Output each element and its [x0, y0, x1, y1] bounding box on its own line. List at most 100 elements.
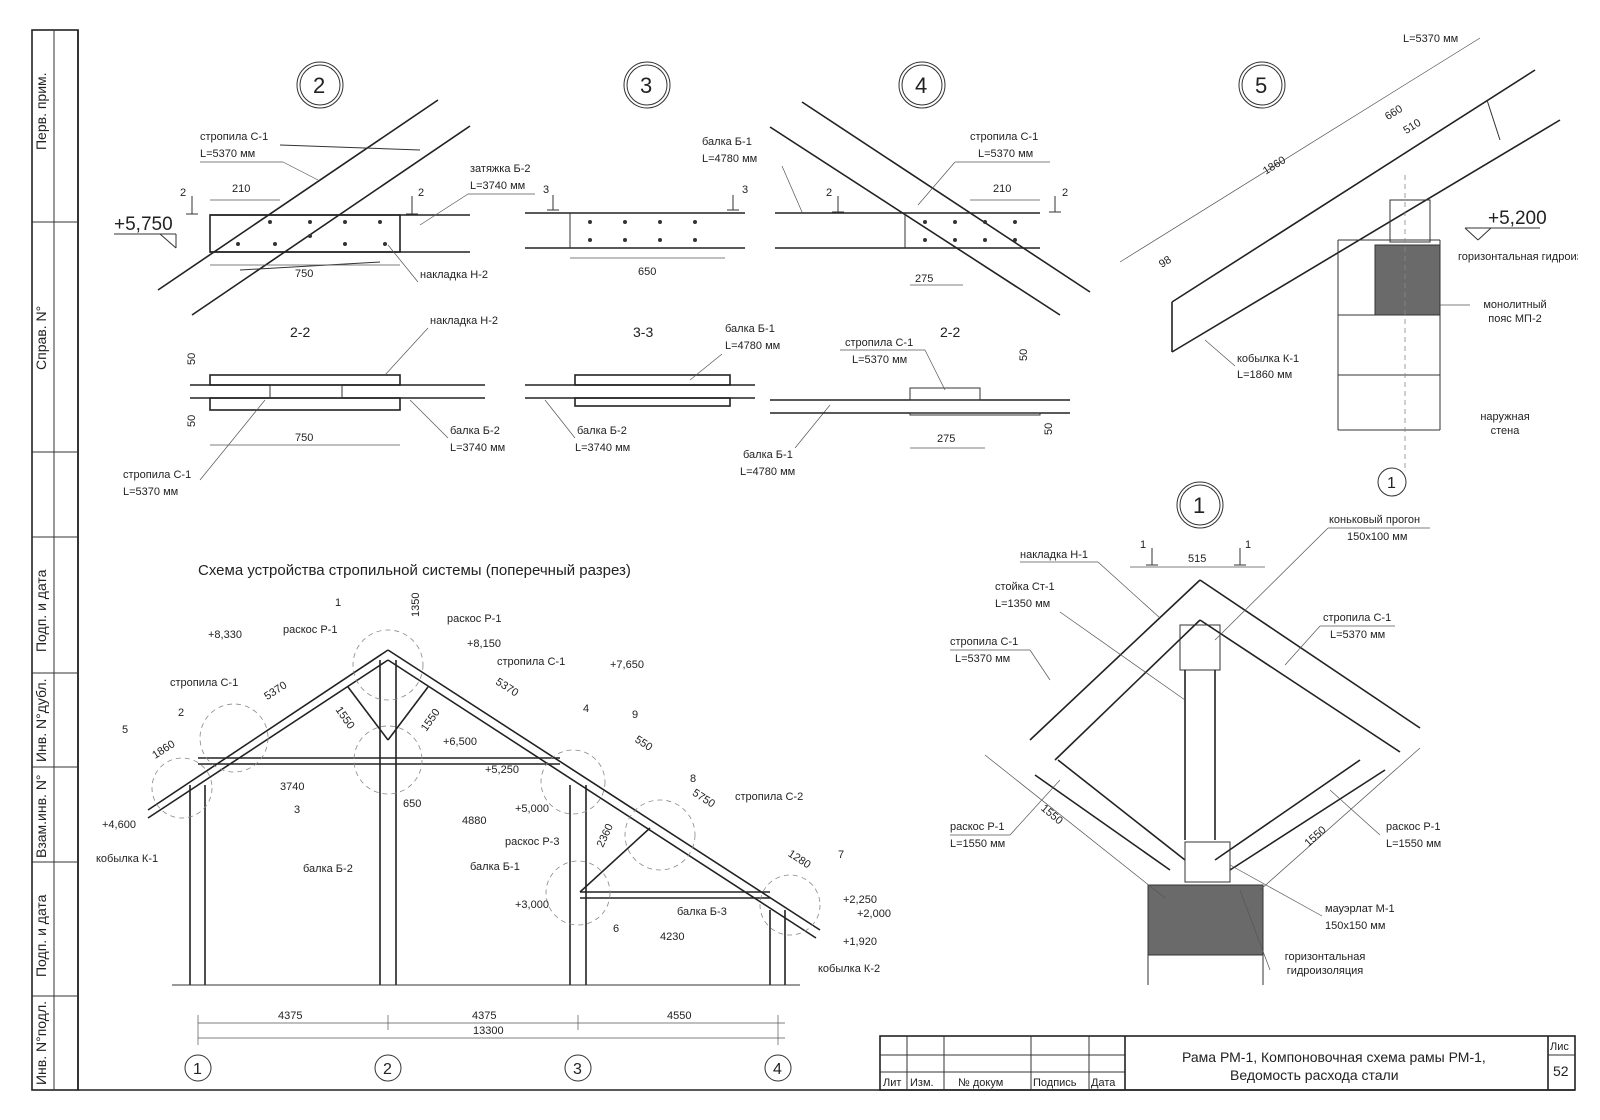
d2-tie-label: затяжка Б-2: [470, 163, 531, 175]
d2-rafter-length: L=5370 мм: [200, 148, 255, 160]
section-2-2-right: 2-2 275 стропила С-1 L=5370 мм 50 50: [770, 324, 1070, 449]
title-block: Лит Изм. № докум Подпись Дата Рама РМ-1,…: [879, 1035, 1576, 1091]
detail-3-number: 3: [640, 73, 652, 98]
label-balka-b3: балка Б-3: [677, 906, 727, 918]
d1-plate-beam-label: мауэрлат М-1: [1325, 903, 1395, 915]
dim-1350: 1350: [410, 593, 422, 617]
level-5000: +5,000: [515, 803, 549, 815]
detail-4: 4 стропила С-1 L=5370 мм 210 275 2 2: [769, 61, 1091, 316]
detail-5-number: 5: [1255, 73, 1267, 98]
label-balka-b2: балка Б-2: [303, 863, 353, 875]
stamp-podp-data-2: Подп. и дата: [33, 894, 49, 977]
d2-cut-left: 2: [180, 187, 186, 199]
side-stamp-labels: Перв. прим. Справ. N° Подп. и дата Инв. …: [33, 72, 49, 1085]
d1-post-length: L=1350 мм: [995, 598, 1050, 610]
s22a-rafter-length: L=5370 мм: [123, 486, 178, 498]
dim-550: 550: [632, 734, 654, 754]
d1-plate-label: накладка Н-1: [1020, 549, 1088, 561]
d4-cut-right: 2: [1062, 187, 1068, 199]
left-rafter: [147, 649, 389, 811]
scheme-title: Схема устройства стропильной системы (по…: [198, 562, 631, 579]
label-kobylka-k2: кобылка К-2: [818, 963, 880, 975]
level-1920: +1,920: [843, 936, 877, 948]
detail-4-number: 4: [915, 73, 927, 98]
s33-beam1-length: L=4780 мм: [725, 340, 780, 352]
dim-1280: 1280: [786, 848, 813, 871]
callout-7: 7: [838, 849, 844, 861]
label-raskos-p1-a: раскос Р-1: [283, 624, 337, 636]
s22a-plate-label: накладка Н-2: [430, 315, 498, 327]
callout-6: 6: [613, 923, 619, 935]
dim-3740: 3740: [280, 781, 304, 793]
level-3000: +3,000: [515, 899, 549, 911]
d5-wall-label: наружная стена: [1480, 411, 1530, 437]
s22b-rafter-label: стропила С-1: [845, 337, 913, 349]
s22a-beam-label: балка Б-2: [450, 425, 500, 437]
d5-length-top: L=5370 мм: [1403, 33, 1458, 45]
axis-3: 3: [573, 1061, 582, 1078]
d3-beam-length: L=4780 мм: [702, 153, 757, 165]
d5-dim-510: 510: [1401, 117, 1423, 137]
d4-cut-left: 2: [826, 187, 832, 199]
dim-4230: 4230: [660, 931, 684, 943]
dim-5370-b: 5370: [493, 676, 520, 699]
detail-1: 1 515 1 1 1550 1550 накладка Н-1 конь: [950, 481, 1441, 985]
d2-cut-right: 2: [418, 187, 424, 199]
stamp-vzam-inv: Взам.инв. N°: [33, 774, 49, 858]
level-2000: +2,000: [857, 908, 891, 920]
d5-sprocket-label: кобылка К-1: [1237, 353, 1299, 365]
d2-plate-label: накладка Н-2: [420, 269, 488, 281]
s33-beam3-label: балка Б-1: [743, 449, 793, 461]
s33-beam3-length: L=4780 мм: [740, 466, 795, 478]
d1-brace-left-length: L=1550 мм: [950, 838, 1005, 850]
d2-level: +5,750: [114, 214, 173, 235]
truss-scheme: Схема устройства стропильной системы (по…: [96, 562, 891, 1082]
d4-rafter-label: стропила С-1: [970, 131, 1038, 143]
stamp-inv-dubl: Инв. N°дубл.: [33, 679, 49, 763]
d2-rafter-bottom: [157, 99, 439, 291]
dim-1860: 1860: [150, 738, 177, 761]
stamp-podp-data-1: Подп. и дата: [33, 569, 49, 652]
stamp-inv-podl: Инв. N°подл.: [33, 1001, 49, 1085]
d1-dim-1550-left: 1550: [1038, 802, 1064, 827]
d4-dim-275: 275: [915, 273, 933, 285]
level-8150: +8,150: [467, 638, 501, 650]
callout-9: 9: [632, 709, 638, 721]
tb-title-line-1: Рама РМ-1, Компоновочная схема рамы РМ-1…: [1182, 1049, 1486, 1065]
d1-rafter-right-length: L=5370 мм: [1330, 629, 1385, 641]
d3-beam-label: балка Б-1: [702, 136, 752, 148]
d1-dim-1550-right: 1550: [1302, 824, 1328, 849]
d5-level: +5,200: [1488, 208, 1547, 229]
label-raskos-p1-b: раскос Р-1: [447, 613, 501, 625]
d2-dim-210: 210: [232, 183, 250, 195]
s22b-d50-bottom: 50: [1043, 423, 1055, 435]
d3-cut-right: 3: [742, 184, 748, 196]
dim-13300: 13300: [473, 1025, 504, 1037]
d5-axis-number: 1: [1387, 475, 1396, 492]
dim-1550-a: 1550: [333, 705, 357, 732]
d1-dim-515: 515: [1188, 553, 1206, 565]
level-5250: +5,250: [485, 764, 519, 776]
detail-3: 3 балка Б-1 L=4780 мм 650 3 3: [525, 61, 803, 278]
d1-ridge-size: 150х100 мм: [1347, 531, 1407, 543]
section-2-2-left: 2-2 750 накладка Н-2 балка Б-2 L=3740 мм…: [123, 315, 505, 498]
label-raskos-p3: раскос Р-3: [505, 836, 559, 848]
d5-dim-98: 98: [1157, 254, 1174, 271]
d1-ridge-label: коньковый прогон: [1329, 514, 1420, 526]
d5-dim-660: 660: [1383, 103, 1405, 123]
level-2250: +2,250: [843, 894, 877, 906]
tb-sign: Подпись: [1033, 1077, 1077, 1089]
d5-belt-label: монолитный пояс МП-2: [1483, 299, 1547, 325]
detail-1-number: 1: [1193, 493, 1205, 518]
detail-5-marker: [1238, 61, 1286, 109]
dim-1550-b: 1550: [419, 707, 443, 734]
d4-rafter-length: L=5370 мм: [978, 148, 1033, 160]
callout-3: 3: [294, 804, 300, 816]
s22b-d50-top: 50: [1018, 349, 1030, 361]
d2-rafter-top: [191, 125, 471, 316]
s33-title: 3-3: [633, 324, 653, 340]
d2-plate: [209, 214, 401, 253]
detail-2-number: 2: [313, 73, 325, 98]
tb-sheet-label: Лис: [1550, 1041, 1569, 1053]
section-3-3: 3-3 балка Б-1 L=4780 мм балка Б-2 L=3740…: [525, 323, 831, 478]
